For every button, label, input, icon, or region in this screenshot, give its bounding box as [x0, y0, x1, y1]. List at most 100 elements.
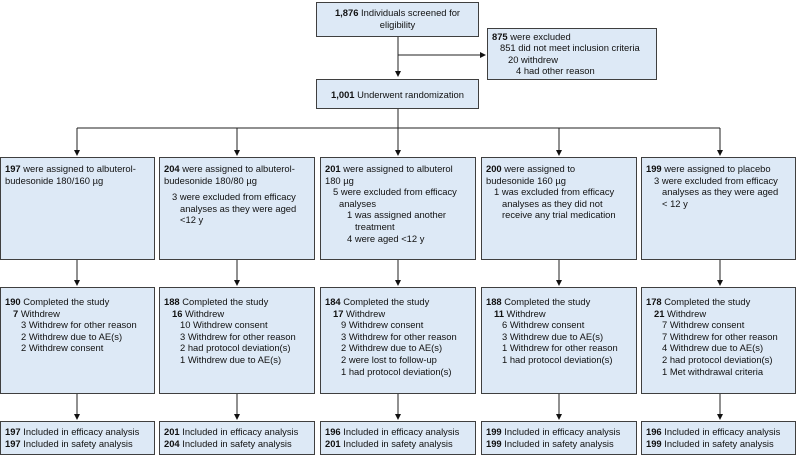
withdrew-text: Withdrew: [667, 307, 707, 319]
withdraw-reason: 2 Withdrew due to AE(s): [21, 330, 123, 342]
completed-count: 190: [5, 296, 21, 307]
randomized-count: 1,001: [331, 89, 355, 100]
safety-count: 199: [646, 437, 662, 449]
efficacy-line: 196 Included in efficacy analysis: [325, 426, 471, 438]
withdrew-text: Withdrew: [506, 307, 546, 319]
withdrew-count: 16: [172, 307, 183, 319]
withdraw-reason: 2 had protocol deviation(s): [662, 353, 773, 365]
exclusion-text: analyses as they were aged: [180, 202, 297, 214]
exclusion-text: receive any trial medication: [502, 209, 616, 221]
assignment-line: 200 were assigned to: [486, 163, 632, 175]
withdraw-reason: 7 Withdrew for other reason: [662, 330, 778, 342]
efficacy-count: 201: [164, 426, 180, 437]
withdrew-line: 21 Withdrew: [646, 308, 791, 320]
withdrew-line: 17 Withdrew: [325, 308, 471, 320]
assignment-text: budesonide 180/160 µg: [5, 174, 104, 186]
efficacy-count: 199: [486, 426, 502, 437]
assignment-line: 204 were assigned to albuterol-: [164, 163, 310, 175]
withdraw-reason: 1 Withdrew for other reason: [502, 342, 618, 354]
withdraw-reason: 2 were lost to follow-up: [341, 353, 437, 365]
completed-count: 188: [164, 296, 180, 307]
assignment-count: 204: [164, 163, 180, 174]
withdraw-reason: 1 had protocol deviation(s): [502, 353, 613, 365]
completed-text: Completed the study: [664, 296, 751, 307]
exclusion-text: analyses as they were aged: [662, 186, 779, 198]
withdraw-reason: 1 Met withdrawal criteria: [662, 365, 764, 377]
assignment-text: were assigned to albuterol-: [182, 163, 295, 174]
exclusion-detail: 1 was assigned another: [347, 209, 447, 221]
withdraw-reason: 3 Withdrew due to AE(s): [502, 330, 604, 342]
withdraw-reason: 2 Withdrew consent: [21, 342, 104, 354]
assignment-count: 197: [5, 163, 21, 174]
exclusion-text: 3 were excluded from efficacy: [172, 191, 296, 203]
assignment-line: 199 were assigned to placebo: [646, 163, 791, 175]
screened-box: 1,876 Individuals screened for eligibili…: [316, 2, 479, 37]
exclusion-text: 1 was excluded from efficacy: [494, 186, 615, 198]
withdrew-count: 17: [333, 307, 344, 319]
exclusion-text: < 12 y: [662, 197, 688, 209]
safety-text: Included in safety analysis: [504, 437, 614, 449]
efficacy-text: Included in efficacy analysis: [23, 426, 140, 437]
withdrew-text: Withdrew: [346, 307, 386, 319]
excluded-reason: 20 withdrew: [508, 53, 559, 65]
exclusion-text: analyses: [339, 197, 377, 209]
efficacy-text: Included in efficacy analysis: [504, 426, 621, 437]
safety-count: 201: [325, 437, 341, 449]
exclusion-detail: treatment: [355, 220, 395, 232]
completed-line: 178 Completed the study: [646, 296, 791, 308]
completed-count: 178: [646, 296, 662, 307]
assignment-text: were assigned to placebo: [664, 163, 771, 174]
screened-text: Individuals screened for: [361, 7, 461, 18]
exclusion-text: 5 were excluded from efficacy: [333, 186, 457, 198]
efficacy-text: Included in efficacy analysis: [343, 426, 460, 437]
assignment-line: 201 were assigned to albuterol: [325, 163, 471, 175]
assignment-text: budesonide 180/80 µg: [164, 174, 257, 186]
assignment-count: 201: [325, 163, 341, 174]
withdrew-count: 21: [654, 307, 665, 319]
withdrew-line: 11 Withdrew: [486, 308, 632, 320]
withdrew-text: Withdrew: [20, 307, 60, 319]
assignment-count: 200: [486, 163, 502, 174]
efficacy-count: 196: [646, 426, 662, 437]
withdraw-reason: 3 Withdrew for other reason: [180, 330, 296, 342]
exclusion-text: <12 y: [180, 214, 204, 226]
completed-text: Completed the study: [182, 296, 269, 307]
exclusion-text: analyses as they did not: [502, 197, 603, 209]
safety-text: Included in safety analysis: [182, 437, 292, 449]
withdrew-count: 7: [13, 307, 19, 319]
assignment-count: 199: [646, 163, 662, 174]
completed-count: 188: [486, 296, 502, 307]
assignment-line: 197 were assigned to albuterol-: [5, 163, 150, 175]
assignment-text: were assigned to: [504, 163, 576, 174]
excluded-reason: 851 did not meet inclusion criteria: [500, 42, 640, 54]
assignment-text: were assigned to albuterol: [343, 163, 453, 174]
safety-text: Included in safety analysis: [343, 437, 453, 449]
completed-text: Completed the study: [23, 296, 110, 307]
withdrew-line: 16 Withdrew: [164, 308, 310, 320]
excluded-box: 875 were excluded 851 did not meet inclu…: [487, 28, 657, 80]
randomized-box: 1,001 Underwent randomization: [316, 79, 479, 109]
withdraw-reason: 10 Withdrew consent: [180, 319, 268, 331]
safety-text: Included in safety analysis: [23, 437, 133, 449]
exclusion-detail: 4 were aged <12 y: [347, 232, 425, 244]
efficacy-text: Included in efficacy analysis: [664, 426, 781, 437]
withdrew-count: 11: [494, 307, 504, 319]
completed-line: 188 Completed the study: [486, 296, 632, 308]
completed-text: Completed the study: [504, 296, 591, 307]
assignment-text: budesonide 160 µg: [486, 174, 566, 186]
completed-count: 184: [325, 296, 341, 307]
assignment-text: 180 µg: [325, 174, 354, 186]
withdraw-reason: 9 Withdrew consent: [341, 319, 424, 331]
withdraw-reason: 2 Withdrew due to AE(s): [341, 342, 443, 354]
withdrew-text: Withdrew: [185, 307, 225, 319]
completed-line: 188 Completed the study: [164, 296, 310, 308]
completed-line: 190 Completed the study: [5, 296, 150, 308]
withdraw-reason: 3 Withdrew for other reason: [21, 319, 137, 331]
